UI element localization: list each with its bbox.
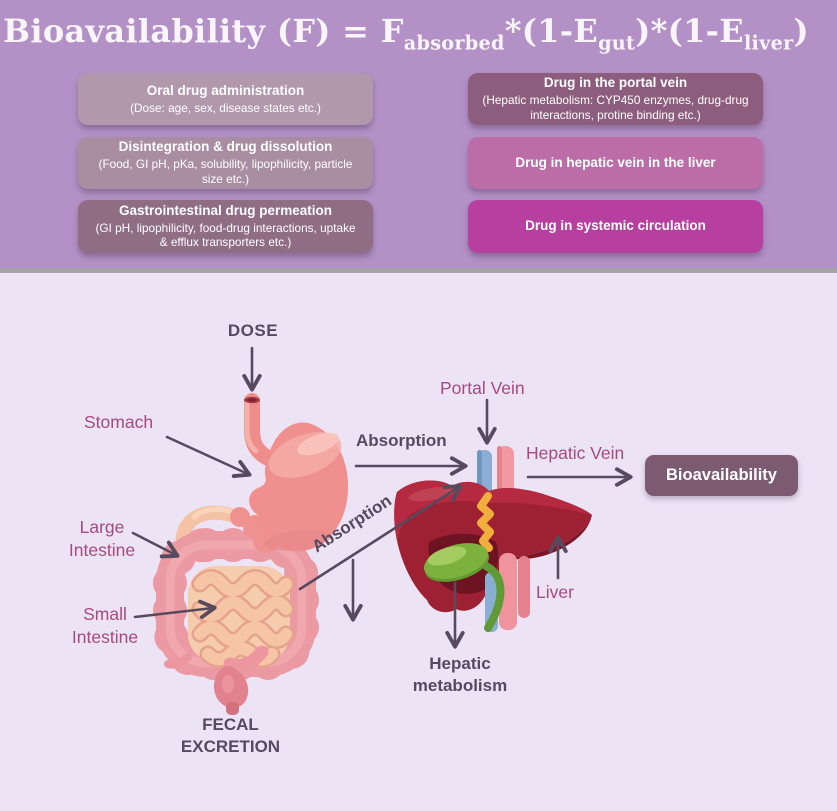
formula-title: Bioavailability (F) = Fabsorbed*(1-Egut)… — [0, 12, 812, 54]
small-intestine-label: Small Intestine — [71, 604, 139, 647]
bile-duct-illustration — [477, 492, 494, 552]
flow-box-subtitle: (Food, GI pH, pKa, solubility, lipophili… — [98, 157, 353, 186]
large-intestine-arrow — [131, 531, 180, 559]
flow-box-title: Drug in hepatic vein in the liver — [515, 154, 716, 170]
flow-box-gastrointestinal-permeation: Gastrointestinal drug permeation (GI pH,… — [78, 200, 373, 253]
flow-box-subtitle: (Hepatic metabolism: CYP450 enzymes, dru… — [482, 93, 749, 122]
formula-subscript-gut: gut — [598, 31, 636, 55]
esophagus-illustration — [244, 393, 276, 466]
formula-part: ) — [793, 12, 809, 50]
fecal-excretion-label: FECAL EXCRETION — [180, 715, 281, 757]
flow-box-title: Drug in systemic circulation — [525, 218, 706, 234]
large-intestine-label: Large Intestine — [68, 517, 136, 560]
flow-box-title: Disintegration & drug dissolution — [118, 139, 333, 155]
portal-vein-label: Portal Vein — [440, 378, 525, 398]
bioavailability-result-box: Bioavailability — [645, 455, 798, 496]
flow-box-drug-systemic-circulation: Drug in systemic circulation — [468, 200, 763, 253]
formula-part: Bioavailability (F) = F — [3, 12, 404, 50]
flow-box-disintegration-dissolution: Disintegration & drug dissolution (Food,… — [78, 137, 373, 189]
stomach-label: Stomach — [84, 412, 154, 432]
absorption-diagonal-arrow — [298, 484, 463, 591]
formula-part: *(1-E — [504, 12, 599, 50]
formula-subscript-liver: liver — [743, 31, 794, 55]
absorption-label: Absorption — [356, 431, 447, 450]
liver-label: Liver — [536, 582, 574, 602]
flow-box-title: Gastrointestinal drug permeation — [118, 202, 333, 218]
section-divider — [0, 268, 837, 273]
stomach-illustration — [230, 422, 349, 553]
formula-subscript-absorbed: absorbed — [403, 31, 505, 55]
bioavailability-label: Bioavailability — [666, 466, 777, 484]
formula-part: )*(1-E — [635, 12, 744, 50]
hepatic-vessels — [485, 553, 530, 632]
hepatic-vein-label: Hepatic Vein — [526, 443, 625, 463]
flow-box-subtitle: (GI pH, lipophilicity, food-drug interac… — [95, 220, 356, 250]
stomach-arrow — [165, 435, 252, 478]
flow-box-oral-drug-administration: Oral drug administration (Dose: age, sex… — [78, 73, 373, 125]
flow-box-title: Drug in the portal vein — [543, 75, 688, 91]
dose-label: DOSE — [227, 321, 279, 340]
flow-box-drug-portal-vein: Drug in the portal vein (Hepatic metabol… — [468, 73, 763, 125]
flow-box-title: Oral drug administration — [146, 82, 305, 98]
rectum-illustration — [213, 645, 269, 715]
flow-box-drug-hepatic-vein: Drug in hepatic vein in the liver — [468, 137, 763, 189]
hepatic-metabolism-label: Hepatic metabolism — [412, 654, 508, 696]
flow-box-subtitle: (Dose: age, sex, disease states etc.) — [130, 100, 321, 115]
small-intestine-illustration — [188, 566, 295, 668]
flow-arrows — [131, 346, 633, 649]
gallbladder-illustration — [423, 543, 505, 632]
small-intestine-arrow — [133, 599, 217, 620]
